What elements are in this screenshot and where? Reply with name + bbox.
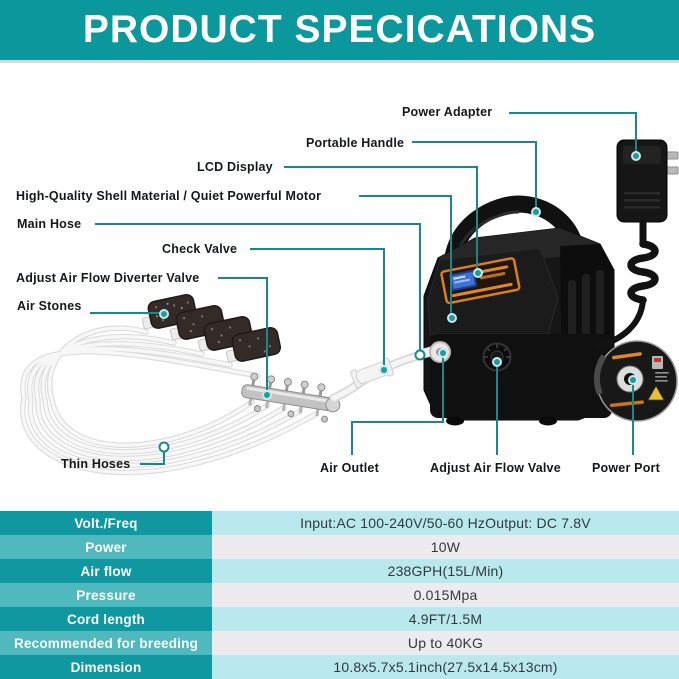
header-banner: PRODUCT SPECICATIONS <box>0 0 679 63</box>
callout-air-flow-valve: Adjust Air Flow Valve <box>430 461 561 475</box>
table-row: Cord length 4.9FT/1.5M <box>0 607 679 631</box>
spec-label-dimension: Dimension <box>0 655 212 679</box>
dot-lcd-display <box>473 268 483 278</box>
dot-portable-handle <box>531 207 541 217</box>
callout-power-adapter: Power Adapter <box>402 105 493 119</box>
ring-main-hose <box>414 349 426 361</box>
spec-value-dimension: 10.8x5.7x5.1inch(27.5x14.5x13cm) <box>212 655 679 679</box>
dot-power-port <box>628 375 638 385</box>
air-stones-illustration <box>141 293 282 363</box>
spec-value-volt-freq: Input:AC 100-240V/50-60 HzOutput: DC 7.8… <box>212 511 679 535</box>
table-row: Pressure 0.015Mpa <box>0 583 679 607</box>
leader-dots <box>158 151 641 453</box>
callout-power-port: Power Port <box>592 461 660 475</box>
spec-label-pressure: Pressure <box>0 583 212 607</box>
callout-lcd-display: LCD Display <box>197 160 273 174</box>
callout-main-hose: Main Hose <box>17 217 82 231</box>
air-pump-illustration <box>415 195 615 426</box>
lcd-display-illustration <box>448 269 478 292</box>
spec-value-pressure: 0.015Mpa <box>212 583 679 607</box>
warning-triangle-icon <box>647 385 665 401</box>
spec-value-air-flow: 238GPH(15L/Min) <box>212 559 679 583</box>
table-row: Dimension 10.8x5.7x5.1inch(27.5x14.5x13c… <box>0 655 679 679</box>
device-label-sticker <box>440 257 521 305</box>
dot-air-outlet <box>438 348 448 358</box>
spec-table: Volt./Freq Input:AC 100-240V/50-60 HzOut… <box>0 511 679 679</box>
callout-diverter-valve: Adjust Air Flow Diverter Valve <box>16 271 200 285</box>
callout-air-outlet: Air Outlet <box>320 461 379 475</box>
spec-label-breeding: Recommended for breeding <box>0 631 212 655</box>
table-row: Volt./Freq Input:AC 100-240V/50-60 HzOut… <box>0 511 679 535</box>
callout-check-valve: Check Valve <box>162 242 238 256</box>
table-row: Air flow 238GPH(15L/Min) <box>0 559 679 583</box>
callout-portable-handle: Portable Handle <box>306 136 405 150</box>
spec-value-breeding: Up to 40KG <box>212 631 679 655</box>
dot-power-adapter <box>631 151 641 161</box>
thin-hoses-illustration <box>19 325 319 476</box>
power-adapter-illustration <box>596 139 679 349</box>
dot-check-valve <box>379 365 389 375</box>
power-cable-illustration <box>596 218 659 349</box>
dot-diverter-valve <box>262 390 272 400</box>
dot-shell-motor <box>447 313 457 323</box>
spec-label-air-flow: Air flow <box>0 559 212 583</box>
spec-value-cord-length: 4.9FT/1.5M <box>212 607 679 631</box>
leader-lines <box>90 112 637 465</box>
table-row: Recommended for breeding Up to 40KG <box>0 631 679 655</box>
callout-shell-motor: High-Quality Shell Material / Quiet Powe… <box>16 189 322 203</box>
dot-air-stones <box>159 309 169 319</box>
spec-label-power: Power <box>0 535 212 559</box>
dot-air-flow-valve <box>492 357 502 367</box>
callout-air-stones: Air Stones <box>17 299 82 313</box>
spec-label-volt-freq: Volt./Freq <box>0 511 212 535</box>
callout-thin-hoses: Thin Hoses <box>61 457 131 471</box>
spec-value-power: 10W <box>212 535 679 559</box>
table-row: Power 10W <box>0 535 679 559</box>
page-title: PRODUCT SPECICATIONS <box>82 8 597 51</box>
spec-label-cord-length: Cord length <box>0 607 212 631</box>
ring-thin-hoses <box>158 441 170 453</box>
